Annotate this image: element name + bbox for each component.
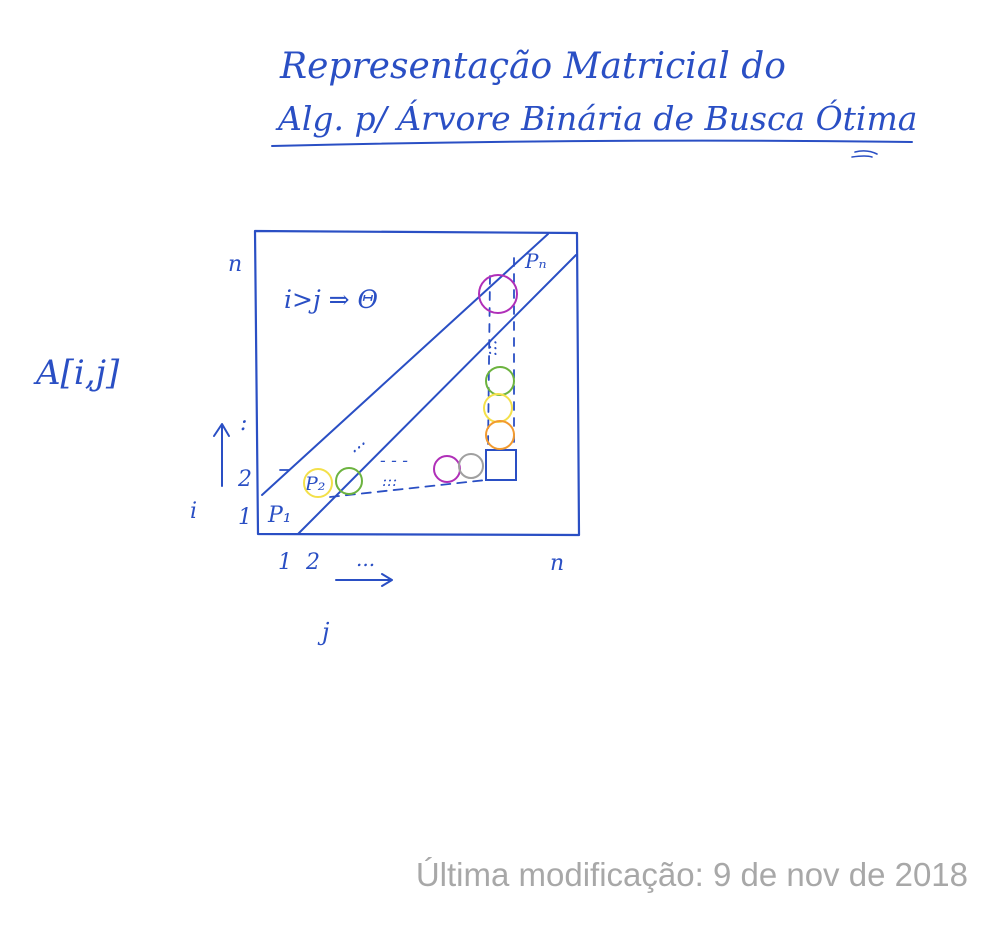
- col-label-1: 1: [278, 550, 292, 575]
- col-circle-orange: [485, 420, 515, 450]
- col-axis-name: j: [317, 618, 330, 646]
- last-modified-footer: Última modificação: 9 de nov de 2018: [415, 856, 968, 893]
- row-max-label: n: [228, 252, 242, 277]
- diag-cell-p2: P₂: [304, 473, 325, 495]
- col-dashed-guide: [487, 275, 491, 449]
- row-dots-top: - - -: [380, 451, 408, 471]
- row-circle-green: [335, 467, 363, 495]
- row-dashed-guide: [329, 479, 487, 498]
- row-circle-purple: [433, 455, 461, 483]
- zero-region-note: i>j ⇒ Θ: [284, 285, 378, 314]
- row-label-2: 2: [237, 467, 252, 492]
- diag-cell-pn: Pₙ: [524, 249, 547, 273]
- row-axis-name: i: [190, 499, 197, 524]
- row-label-1: 1: [238, 505, 252, 530]
- row-circle-gray: [458, 453, 484, 479]
- col-max-label: n: [550, 551, 564, 576]
- title-line-2: Alg. p/ Árvore Binária de Busca Ótima: [275, 98, 917, 138]
- target-cell-square: [485, 449, 517, 481]
- diagonal-ellipsis: ...: [343, 430, 370, 457]
- title-underline-flourish: [851, 150, 878, 158]
- title-underline: [271, 139, 913, 147]
- row-label-dots: :: [240, 411, 247, 436]
- col-dots: :::: [484, 339, 504, 356]
- row-axis-arrowhead: [213, 423, 230, 437]
- col-circle-green: [485, 366, 515, 396]
- row-dots-bottom: :::: [382, 472, 397, 490]
- col-label-2: 2: [305, 550, 320, 575]
- matrix-name: A[i,j]: [33, 353, 120, 393]
- col-label-dots: ...: [356, 547, 375, 571]
- matrix-frame: [253, 229, 581, 537]
- diagonal-upper-line: [261, 233, 549, 496]
- diagonal-lower-line: [297, 254, 577, 535]
- row-circle-yellow: [303, 468, 333, 498]
- diag-cell-p1: P₁: [267, 503, 292, 528]
- col-circle-purple: [478, 274, 518, 314]
- title-line-1: Representação Matricial do: [279, 46, 786, 87]
- col-axis-arrowhead: [381, 573, 393, 587]
